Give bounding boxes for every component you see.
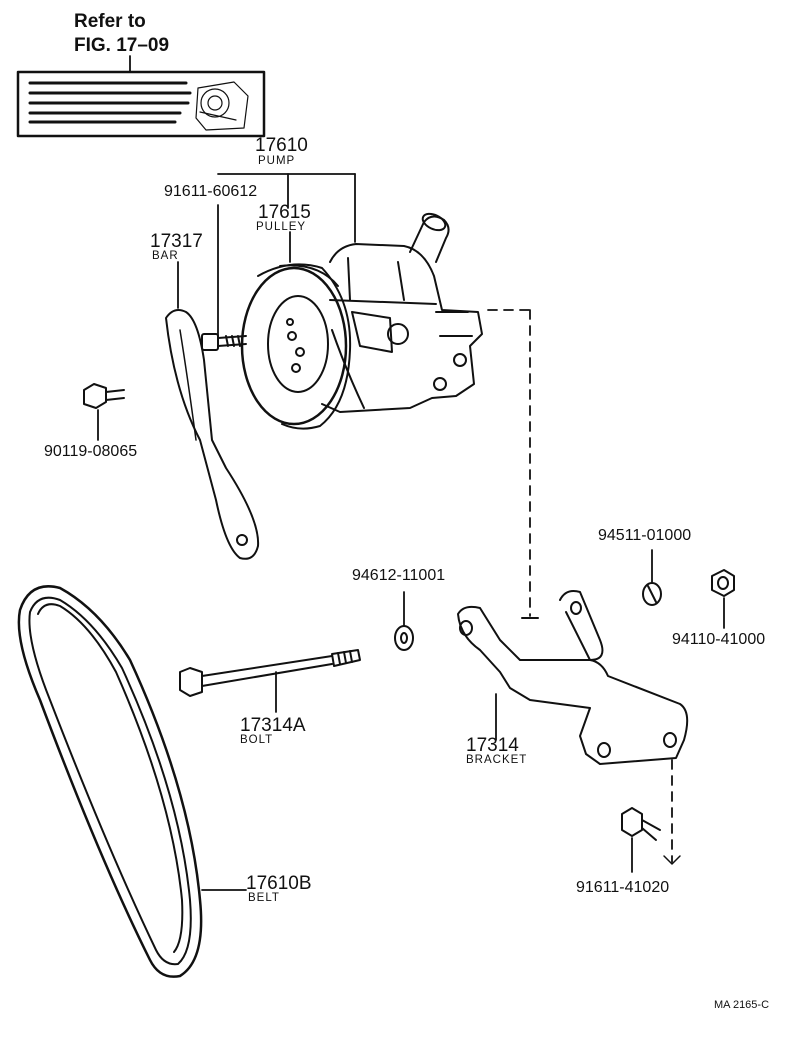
washer-94511-01000[interactable] — [642, 549, 662, 606]
belt-part-name: BELT — [248, 892, 280, 904]
pulley-part-number[interactable]: 17615 — [258, 202, 311, 223]
pulley-part-name: PULLEY — [256, 221, 307, 233]
bracket-17314[interactable] — [457, 590, 689, 765]
reference-thumbnail[interactable] — [16, 70, 266, 138]
bar-17317[interactable] — [165, 261, 260, 560]
washer-plain-part-number[interactable]: 94612-11001 — [352, 567, 446, 584]
bar-part-number[interactable]: 17317 — [150, 231, 203, 252]
bolt-90119-08065[interactable] — [83, 383, 125, 441]
bar-part-name: BAR — [152, 250, 179, 262]
bolt-part-number[interactable]: 17314A — [240, 715, 306, 736]
bolt-91611-41020[interactable] — [621, 807, 661, 873]
nut-part-number[interactable]: 94110-41000 — [672, 631, 766, 648]
bolt-b-part-number[interactable]: 90119-08065 — [44, 443, 138, 460]
figure-code: MA 2165-C — [714, 999, 770, 1011]
reference-line1: Refer to — [74, 11, 146, 32]
belt-part-number[interactable]: 17610B — [246, 873, 312, 894]
bolt-91611-60612[interactable] — [201, 333, 247, 351]
alignment-dash — [487, 309, 673, 863]
washer-spring-part-number[interactable]: 94511-01000 — [598, 527, 692, 544]
bolt-c-part-number[interactable]: 91611-41020 — [576, 879, 670, 896]
bolt-part-name: BOLT — [240, 734, 274, 746]
pump-assembly[interactable] — [240, 211, 483, 430]
washer-94612-11001[interactable] — [394, 591, 414, 651]
belt-17610b[interactable] — [17, 585, 203, 978]
bolt-17314a[interactable] — [179, 649, 361, 713]
reference-line2[interactable]: FIG. 17–09 — [74, 35, 170, 56]
pump-leader — [217, 173, 356, 337]
bracket-part-number[interactable]: 17314 — [466, 735, 519, 756]
pump-part-number[interactable]: 17610 — [255, 135, 308, 156]
bracket-part-name: BRACKET — [466, 754, 528, 766]
bolt-a-part-number[interactable]: 91611-60612 — [164, 183, 258, 200]
pump-part-name: PUMP — [258, 155, 296, 167]
nut-94110-41000[interactable] — [711, 569, 735, 629]
